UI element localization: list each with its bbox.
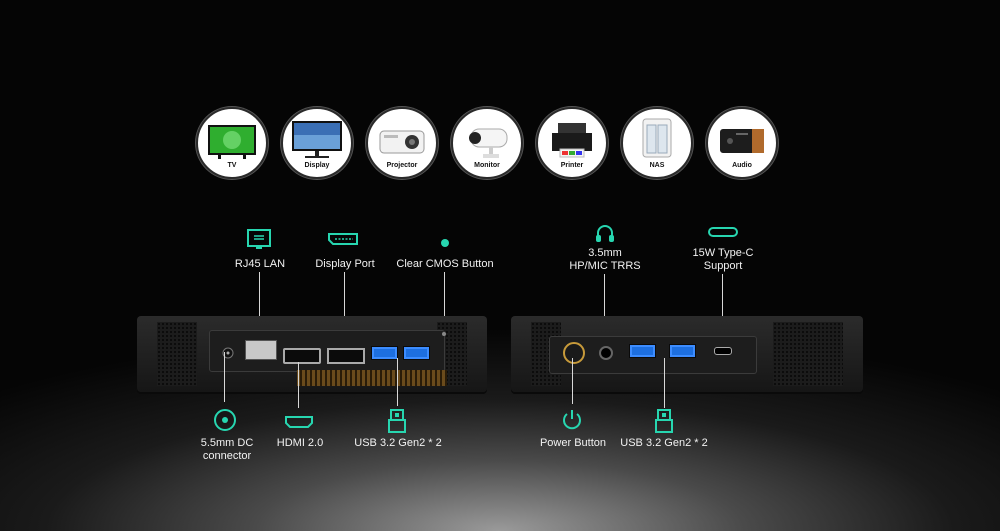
mini-pc-front xyxy=(511,316,863,392)
printer-icon xyxy=(552,123,592,158)
device-label: Printer xyxy=(560,162,584,169)
usb-icon xyxy=(388,409,406,433)
displayport-icon xyxy=(328,233,358,245)
projector-icon xyxy=(379,130,425,154)
usb-port xyxy=(669,344,696,358)
typec-port xyxy=(714,347,732,355)
device-label: Monitor xyxy=(474,162,500,169)
usb-port xyxy=(403,346,430,360)
dc-label-line2: connector xyxy=(202,450,252,462)
typec-label-line1: 15W Type-C xyxy=(692,247,754,259)
device-printer: Printer xyxy=(536,107,608,179)
connector-line xyxy=(604,274,605,324)
device-tv: TV xyxy=(196,107,268,179)
audio-label-line1: 3.5mm xyxy=(588,247,622,259)
device-label: Audio xyxy=(732,162,752,169)
hdmi-port xyxy=(283,348,321,364)
speaker-icon xyxy=(720,129,764,153)
displayport-label: Display Port xyxy=(315,258,375,270)
usb-port xyxy=(371,346,398,360)
connector-line xyxy=(224,352,225,402)
device-nas: NAS xyxy=(621,107,693,179)
connector-line xyxy=(722,274,723,330)
usb-port xyxy=(629,344,656,358)
usb-front-label: USB 3.2 Gen2 * 2 xyxy=(620,437,708,449)
vent-mesh xyxy=(773,322,843,386)
device-projector: Projector xyxy=(366,107,438,179)
connector-line xyxy=(664,358,665,408)
power-icon xyxy=(563,410,581,430)
rj45-label: RJ45 LAN xyxy=(234,258,286,270)
usb-back-label: USB 3.2 Gen2 * 2 xyxy=(354,437,442,449)
power-label: Power Button xyxy=(539,437,607,449)
connector-line xyxy=(259,272,260,330)
device-audio: Audio xyxy=(706,107,778,179)
tv-icon xyxy=(208,125,256,159)
headphone-icon xyxy=(596,225,614,242)
device-display: Display xyxy=(281,107,353,179)
audio-jack xyxy=(599,346,613,360)
connector-line xyxy=(298,362,299,408)
hdmi-label: HDMI 2.0 xyxy=(276,437,324,449)
typec-icon xyxy=(708,227,738,237)
nas-icon xyxy=(642,118,672,158)
connector-line xyxy=(397,358,398,406)
dc-connector-icon xyxy=(214,409,236,431)
device-label: TV xyxy=(227,162,237,169)
device-label: Display xyxy=(304,162,330,169)
cmos-button xyxy=(442,332,446,336)
device-monitor: Monitor xyxy=(451,107,523,179)
heatsink-fins xyxy=(297,370,447,386)
vent-mesh xyxy=(157,322,197,386)
displayport-port xyxy=(327,348,365,364)
power-button xyxy=(563,342,585,364)
connector-line xyxy=(344,272,345,336)
device-label: NAS xyxy=(649,162,665,169)
connector-line xyxy=(572,358,573,404)
rj45-icon xyxy=(247,229,271,249)
audio-label-line2: HP/MIC TRRS xyxy=(569,260,641,272)
usb-icon xyxy=(655,409,673,433)
dc-label-line1: 5.5mm DC xyxy=(200,437,254,449)
cmos-dot-icon xyxy=(441,239,449,247)
camera-icon xyxy=(469,128,508,158)
mini-pc-back xyxy=(137,316,487,392)
connector-line xyxy=(444,272,445,320)
rj45-port xyxy=(245,340,277,360)
hdmi-icon xyxy=(285,416,313,428)
typec-label-line2: Support xyxy=(703,260,743,272)
display-icon xyxy=(292,121,342,158)
device-label: Projector xyxy=(386,162,418,169)
dc-jack-icon xyxy=(222,347,234,359)
clear-cmos-label: Clear CMOS Button xyxy=(396,258,494,270)
